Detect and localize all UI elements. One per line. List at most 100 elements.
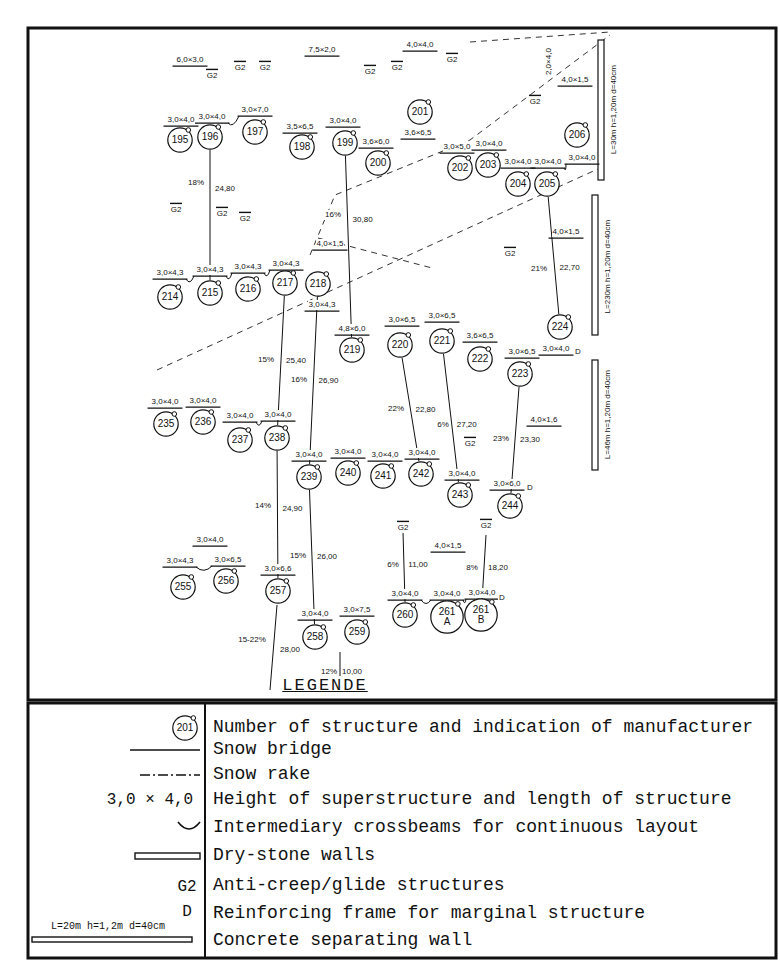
structure-circle: 197 — [242, 119, 268, 145]
glide-structure-label: G2 — [480, 521, 493, 530]
structure-circle: 235 — [153, 411, 179, 437]
structure-number: 202 — [452, 163, 469, 173]
dashed-line — [470, 32, 610, 42]
circle-shape — [409, 462, 433, 486]
structure-circle: 255 — [170, 574, 196, 600]
slope-line — [277, 451, 279, 578]
snow-bridge-line — [231, 272, 266, 273]
map-label: D — [574, 347, 582, 356]
circle-shape — [535, 172, 559, 196]
structure-circle: 261 B — [464, 598, 498, 632]
structure-number: 237 — [232, 435, 249, 445]
dimension-label: 3,0×4,0 — [264, 410, 293, 419]
structure-circle: 196 — [197, 124, 223, 150]
structure-circle: 236 — [190, 409, 216, 435]
circle-shape — [366, 151, 390, 175]
structure-number: 206 — [569, 130, 586, 140]
legend-text: Snow bridge — [213, 739, 332, 761]
snow-bridge-line — [292, 460, 327, 461]
map-label: 28,00 — [279, 645, 301, 654]
structure-circle: 239 — [296, 464, 322, 490]
crossbeam-arc — [196, 566, 212, 570]
manufacturer-dot — [216, 125, 221, 130]
dimension-label: 3,0×4,0 — [468, 588, 497, 597]
circle-shape — [173, 716, 197, 740]
dimension-label: 3,0×4,0 — [198, 112, 227, 121]
legend-text: Height of superstructure and length of s… — [213, 789, 731, 811]
crossbeam-sample — [178, 822, 200, 829]
circle-shape — [431, 601, 463, 633]
snow-bridge-line — [539, 354, 574, 355]
manufacturer-dot — [246, 428, 251, 433]
structure-circle: 261 A — [430, 600, 464, 634]
structure-circle: 198 — [289, 134, 315, 160]
snow-bridge-line — [305, 55, 340, 56]
manufacturer-dot — [216, 281, 221, 286]
glide-structure-label: G2 — [504, 249, 517, 258]
glide-structure-mark — [397, 521, 409, 522]
dimension-label: 3,0×7,0 — [241, 105, 270, 114]
glide-structure-label: G2 — [170, 205, 183, 214]
snow-bridge-line — [431, 551, 466, 552]
circle-shape — [371, 464, 395, 488]
snow-bridge-line — [440, 152, 475, 153]
structure-circle: 205 — [534, 171, 560, 197]
structure-number: 241 — [375, 471, 392, 481]
dashed-line — [310, 35, 610, 255]
dimension-label: 3,6×6,5 — [466, 331, 495, 340]
glide-structure-mark — [391, 61, 403, 62]
legend-sample: 3,0 × 4,0 — [106, 791, 194, 809]
slope-line — [310, 297, 318, 464]
circle-shape — [468, 347, 492, 371]
dimension-label: 4,0×1,5 — [434, 541, 463, 550]
manufacturer-dot — [566, 315, 571, 320]
dimension-label: 3,0×6,5 — [428, 311, 457, 320]
snow-bridge-line — [238, 115, 273, 116]
snow-bridge-line — [326, 126, 361, 127]
map-label: 6% — [436, 420, 450, 429]
structure-number: 198 — [294, 142, 311, 152]
dimension-label: 3,0×4,3 — [196, 265, 225, 274]
manufacturer-dot — [427, 462, 432, 467]
glide-structure-label: G2 — [397, 523, 410, 532]
snow-bridge-line — [472, 149, 507, 150]
manufacturer-dot — [284, 579, 289, 584]
circle-shape — [565, 123, 589, 147]
circle-shape — [408, 100, 432, 124]
snow-bridge-line — [501, 167, 536, 168]
manufacturer-dot — [189, 575, 194, 580]
structure-circle: 241 — [370, 463, 396, 489]
circle-shape — [273, 271, 297, 295]
dimension-label: 3,0×4,0 — [448, 469, 477, 478]
dimension-label: 3,0×4,3 — [156, 268, 185, 277]
dashed-line — [157, 168, 600, 370]
dimension-label: 3,0×5,0 — [443, 142, 472, 151]
structure-number: 195 — [172, 135, 189, 145]
glide-structure-label: G2 — [464, 439, 477, 448]
manufacturer-dot — [186, 128, 191, 133]
dimension-label: 3,0×4,0 — [408, 448, 437, 457]
legend-text: Reinforcing frame for marginal structure — [213, 903, 645, 925]
circle-shape — [191, 410, 215, 434]
structure-circle: 237 — [227, 427, 253, 453]
dimension-label: 3,0×6,5 — [214, 555, 243, 564]
wall-label: L=230m h=1,20m d=40cm — [603, 219, 612, 315]
distance-label: 22,80 — [415, 405, 437, 414]
snow-bridge-line — [531, 167, 566, 168]
crossbeam-arc — [421, 600, 431, 604]
dimension-label: 3,0×4,0 — [391, 589, 420, 598]
dimension-label: 6,0×3,0 — [176, 55, 205, 64]
structure-number: 199 — [337, 138, 354, 148]
map-label: 22% — [387, 404, 405, 413]
slope-line — [309, 490, 314, 624]
structure-number: 200 — [370, 158, 387, 168]
snow-bridge-line — [405, 458, 440, 459]
dimension-label: 4,0×1,5 — [316, 239, 345, 248]
snow-bridge-line — [463, 341, 498, 342]
structure-number: 238 — [269, 433, 286, 443]
manufacturer-dot — [524, 172, 529, 177]
circle-shape — [345, 620, 369, 644]
structure-number: 243 — [452, 490, 469, 500]
dimension-label: 3,6×6,5 — [404, 128, 433, 137]
glide-structure-label: G2 — [206, 71, 219, 80]
